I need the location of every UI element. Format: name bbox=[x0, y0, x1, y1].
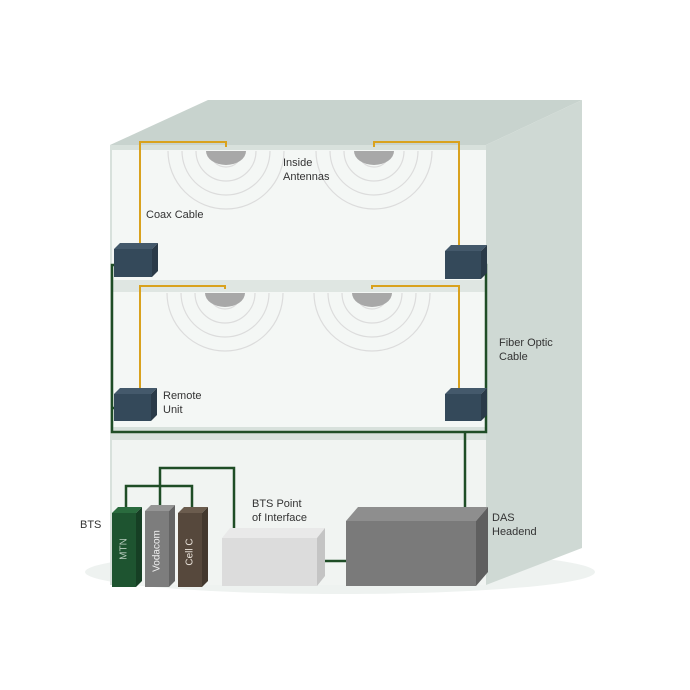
building-side-wall bbox=[486, 100, 582, 585]
bts-point-of-interface-label: BTS Point of Interface bbox=[252, 497, 307, 525]
vodacom-label-text: Vodacom bbox=[151, 530, 163, 572]
das-headend-label-line-1: DAS bbox=[492, 512, 515, 524]
bts-point-of-interface-box bbox=[222, 528, 325, 586]
das-headend-label: DAS Headend bbox=[492, 511, 537, 539]
floor-upper bbox=[112, 150, 486, 280]
antenna-lower-left-icon bbox=[205, 293, 245, 307]
building-roof bbox=[110, 100, 582, 145]
cell-c-label-text: Cell C bbox=[184, 538, 196, 566]
coax-cable-label: Coax Cable bbox=[146, 209, 204, 221]
bts-cabinet-cell-c bbox=[178, 507, 208, 587]
floor-slab bbox=[112, 280, 486, 292]
fiber-optic-cable-label-line-2: Cable bbox=[499, 351, 528, 363]
remote-unit-label-line-2: Unit bbox=[163, 404, 183, 416]
antenna-upper-left-icon bbox=[206, 151, 246, 165]
inside-antennas-label-line-2: Antennas bbox=[283, 171, 330, 183]
bts-poi-label-line-2: of Interface bbox=[252, 512, 308, 524]
bts-label: BTS bbox=[80, 519, 102, 531]
remote-unit-lower-right bbox=[445, 388, 487, 421]
bts-cabinet-mtn bbox=[112, 507, 142, 587]
fiber-optic-cable-label: Fiber Optic Cable bbox=[499, 336, 553, 364]
remote-unit-upper-right bbox=[445, 245, 487, 279]
bts-cabinet-vodacom bbox=[145, 505, 175, 587]
inside-antennas-label-line-1: Inside bbox=[283, 157, 313, 169]
bts-feed-cables bbox=[124, 466, 236, 535]
remote-unit-label: Remote Unit bbox=[163, 389, 202, 417]
antenna-lower-right-icon bbox=[352, 293, 392, 307]
antenna-upper-right-icon bbox=[354, 151, 394, 165]
mtn-label-text: MTN bbox=[118, 538, 130, 560]
fiber-optic-cable-label-line-1: Fiber Optic bbox=[499, 337, 553, 349]
inside-antennas-label: Inside Antennas bbox=[283, 156, 329, 184]
floor-lower bbox=[112, 292, 486, 427]
bts-poi-label-line-1: BTS Point bbox=[252, 498, 302, 510]
das-headend-box bbox=[346, 507, 488, 586]
remote-unit-upper-left bbox=[114, 243, 158, 277]
coax-cables bbox=[139, 141, 460, 392]
das-headend-label-line-2: Headend bbox=[492, 526, 537, 538]
remote-unit-label-line-1: Remote bbox=[163, 390, 202, 402]
remote-unit-lower-left bbox=[114, 388, 157, 421]
signal-waves-lower bbox=[166, 292, 431, 352]
